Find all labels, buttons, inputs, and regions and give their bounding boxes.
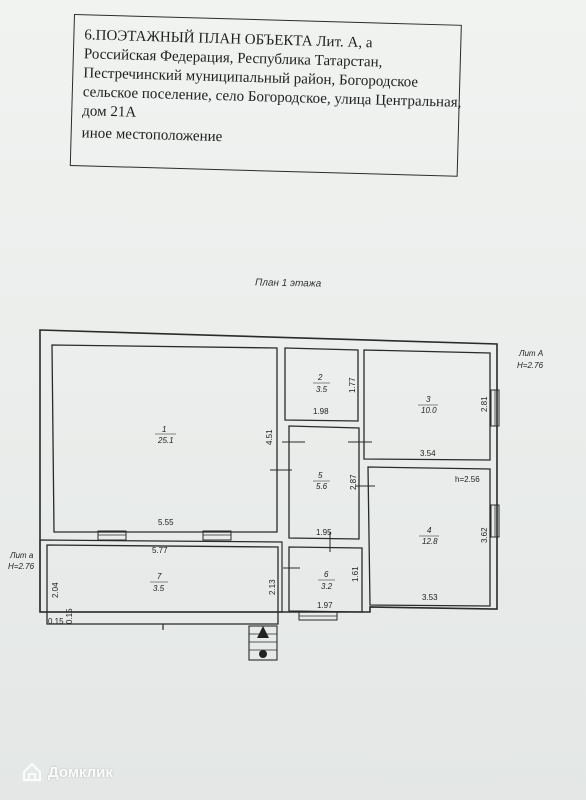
dimension-label: 1.77 [348,377,357,393]
room-1-outline [51,344,278,533]
room-2-outline [284,347,359,422]
room-4-area: 12.8 [422,537,438,546]
lit-a-annex-height: H=2.76 [8,562,35,571]
dimension-label: 2.81 [480,396,489,412]
dimension-label: 2.87 [349,474,358,490]
outer-wall-main [39,329,498,613]
outer-wall-annex [39,539,283,613]
room-6-outline [288,546,363,613]
dimension-label: 5.55 [158,518,174,527]
stairs-arrow-icon [257,626,269,638]
room-5-number: 5 [318,471,323,480]
dimension-label: 3.54 [420,449,436,458]
dimension-label: 0.15 [48,617,64,626]
room-4-number: 4 [427,526,432,535]
window [202,530,232,541]
room-3-outline [363,349,491,461]
stairs-dot-icon [259,650,267,658]
room-6-area: 3.2 [321,582,333,591]
dimension-label: 1.61 [351,566,360,582]
dimension-label: 1.97 [317,601,333,610]
room-1-area: 25.1 [157,436,174,445]
dimension-label: 3.62 [480,527,489,543]
lit-a-main-height: H=2.76 [517,361,544,370]
dimension-label: 4.51 [265,429,274,445]
room-1-number: 1 [162,425,166,434]
room-5-area: 5.6 [316,482,328,491]
lit-a-main-label: Лит А [518,349,543,358]
dimension-label: 0.15 [65,608,74,624]
room-3-number: 3 [426,395,431,404]
dimension-label: 2.13 [268,579,277,595]
house-logo-icon [22,762,42,782]
dimension-label: 1.95 [316,528,332,537]
dimension-label: 5.77 [152,546,168,555]
dimension-label: 3.53 [422,593,438,602]
room-2-area: 3.5 [316,385,328,394]
dimension-label: h=2.56 [455,475,480,484]
room-5-outline [288,425,360,540]
lit-a-annex-label: Лит а [9,551,34,560]
room-3-area: 10.0 [421,406,437,415]
room-7-area: 3.5 [153,584,165,593]
room-6-number: 6 [324,570,329,579]
room-4-outline [367,466,491,607]
dimension-label: 2.04 [51,582,60,598]
watermark-text: Домклик [48,763,113,781]
room-2-number: 2 [317,373,323,382]
dimension-label: 1.98 [313,407,329,416]
room-7-outline [46,544,279,625]
domclick-watermark: Домклик [22,762,113,782]
room-7-number: 7 [157,572,162,581]
window [97,530,127,541]
